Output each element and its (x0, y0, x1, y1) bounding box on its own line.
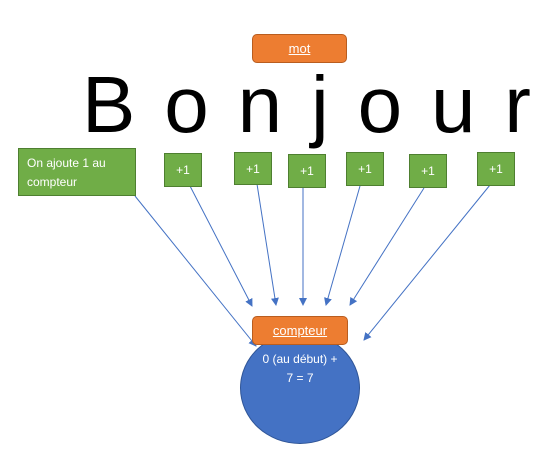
arrow-increment-6 (363, 184, 491, 341)
arrow-note-to-counter (134, 195, 257, 347)
word-bonjour: B o n j o u r (20, 62, 543, 148)
arrow-increment-5 (349, 187, 425, 306)
word-label: mot (288, 41, 311, 56)
increment-box-2: +1 (234, 152, 272, 185)
letter-2: o (164, 60, 209, 149)
counter-value: 0 (au début) + 7 = 7 (262, 352, 338, 385)
counter-circle (240, 332, 360, 444)
letter-6: u (430, 60, 476, 149)
letter-7: r (504, 60, 531, 149)
counter-label-box: compteur (252, 316, 348, 345)
arrow-increment-2 (256, 183, 279, 306)
note-text: On ajoute 1 au compteur (27, 156, 106, 189)
increment-label: +1 (489, 162, 503, 176)
increment-label: +1 (300, 164, 314, 178)
arrow-increment-1 (189, 185, 253, 307)
increment-box-5: +1 (409, 154, 447, 188)
arrow-increment-4 (324, 185, 361, 306)
letter-4: j (310, 60, 329, 149)
word-label-box: mot (252, 34, 347, 63)
letter-1: B (82, 60, 136, 149)
counter-label: compteur (272, 323, 328, 338)
increment-label: +1 (358, 162, 372, 176)
increment-label: +1 (421, 164, 435, 178)
increment-box-4: +1 (346, 152, 384, 186)
increment-box-3: +1 (288, 154, 326, 188)
increment-box-6: +1 (477, 152, 515, 186)
increment-label: +1 (176, 163, 190, 177)
letter-3: n (237, 60, 283, 149)
note-box: On ajoute 1 au compteur (18, 148, 136, 196)
letter-5: o (357, 60, 403, 149)
increment-box-1: +1 (164, 153, 202, 187)
increment-label: +1 (246, 161, 260, 176)
